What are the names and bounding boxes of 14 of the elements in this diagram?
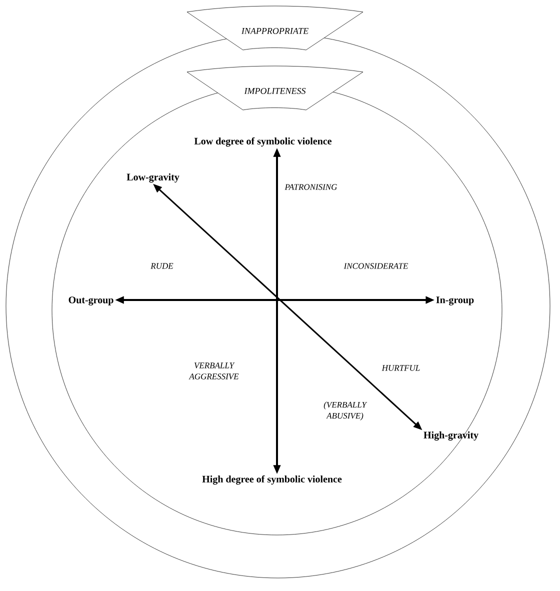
quadrant-label: (VERBALLY ABUSIVE) — [324, 402, 368, 420]
quadrant-label: RUDE — [150, 263, 174, 269]
banner-label: INAPPROPRIATE — [186, 6, 364, 50]
axis-label: High degree of symbolic violence — [202, 475, 342, 485]
axis-label: Out-group — [68, 296, 114, 306]
quadrant-label: PATRONISING — [284, 184, 338, 190]
axis-label: Low degree of symbolic violence — [194, 137, 332, 147]
quadrant-label: HURTFUL — [382, 365, 420, 371]
quadrant-label: INCONSIDERATE — [344, 263, 408, 269]
axis-label: Low-gravity — [126, 173, 180, 183]
quadrant-label: VERBALLY AGGRESSIVE — [188, 362, 239, 380]
axis-label: High-gravity — [424, 431, 478, 441]
axis-label: In-group — [436, 296, 474, 306]
banner-label: IMPOLITENESS — [186, 66, 364, 110]
